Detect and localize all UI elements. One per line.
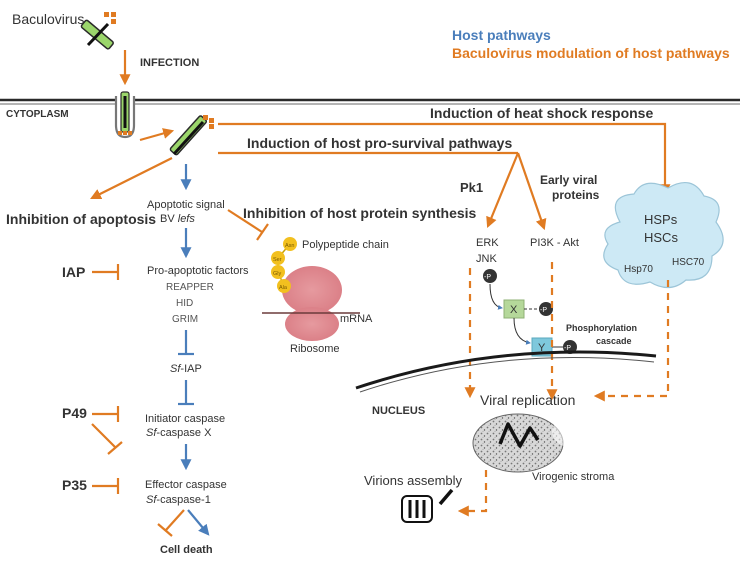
heat-shock-cloud	[603, 181, 724, 289]
caspase-1-label: Sf-caspase-1	[146, 494, 211, 506]
phosphate-erk-icon	[483, 269, 497, 283]
synthesis-inhibition-line	[227, 209, 263, 233]
pro-survival-label: Induction of host pro-survival pathways	[247, 135, 512, 151]
grim-label: GRIM	[172, 314, 198, 325]
polypeptide-label: Polypeptide chain	[302, 239, 389, 251]
phosphate-y-icon	[563, 340, 577, 354]
infection-label: INFECTION	[140, 57, 199, 69]
virogenic-stroma-label: Virogenic stroma	[532, 471, 615, 483]
p49-label: P49	[62, 405, 87, 421]
iap-label: IAP	[62, 264, 85, 280]
virions-assembly-label: Virions assembly	[364, 473, 463, 488]
nucleus-label: NUCLEUS	[372, 405, 425, 417]
hid-label: HID	[176, 298, 193, 309]
virus-cytoplasm-icon	[169, 115, 214, 156]
kinase-x-label: X	[510, 304, 518, 316]
synthesis-inhibition-bar	[256, 223, 269, 241]
reapper-label: REAPPER	[166, 282, 214, 293]
initiator-caspase-label: Initiator caspase	[145, 413, 225, 425]
uncoating-arrow	[139, 128, 175, 142]
svg-text:-P: -P	[540, 307, 547, 314]
phospho-label-2: cascade	[596, 336, 632, 346]
sf-iap-label: Sf-IAP	[170, 363, 202, 375]
effector-inhibition-line	[165, 509, 185, 531]
jnk-label: JNK	[476, 253, 497, 265]
effector-caspase-label: Effector caspase	[145, 479, 227, 491]
phosphate-x-icon	[539, 302, 553, 316]
hsc70-label: HSC70	[672, 257, 705, 268]
legend-modulation: Baculovirus modulation of host pathways	[452, 45, 730, 61]
pro-apoptotic-label: Pro-apoptotic factors	[147, 265, 249, 277]
svg-text:-P: -P	[564, 345, 571, 352]
kinase-y-label: Y	[538, 342, 546, 354]
cytoplasm-label: CYTOPLASM	[6, 109, 69, 120]
inhibition-synthesis-label: Inhibition of host protein synthesis	[243, 205, 477, 221]
pi3k-akt-label: PI3K - Akt	[530, 237, 579, 249]
nuclear-envelope	[355, 350, 657, 390]
hsps-label: HSPs	[644, 212, 678, 227]
p49-effector-inhibition-line	[91, 423, 117, 449]
cell-death-arrow	[187, 509, 210, 536]
virogenic-stroma-icon	[472, 413, 604, 473]
apoptotic-signal-label: Apoptotic signal	[147, 199, 225, 211]
virion-bundle-icon	[401, 488, 454, 523]
polypeptide-chain-icon	[271, 237, 297, 293]
early-viral-label: Early viral	[540, 173, 597, 187]
baculovirus-label: Baculovirus	[12, 11, 84, 27]
erk-label: ERK	[476, 237, 499, 249]
pk1-arrow	[486, 152, 520, 229]
hsp70-label: Hsp70	[624, 264, 653, 275]
replication-to-assembly-arrow	[457, 470, 488, 517]
inhibition-apoptosis-label: Inhibition of apoptosis	[6, 211, 156, 227]
caspase-x-label: Sf-caspase X	[146, 427, 212, 439]
heat-shock-arrow	[218, 122, 671, 196]
baculovirus-icon	[80, 12, 116, 50]
ribosome-icon	[282, 266, 342, 341]
pk1-label: Pk1	[460, 180, 483, 195]
svg-text:-P: -P	[484, 274, 491, 281]
early-viral-arrow	[516, 152, 547, 231]
ala-label: Ala	[279, 285, 288, 291]
gly-label: Gly	[273, 271, 282, 277]
proteins-label: proteins	[552, 188, 600, 202]
p35-label: P35	[62, 477, 87, 493]
viral-replication-label: Viral replication	[480, 392, 575, 408]
bv-lefs-label: BV lefs	[160, 213, 195, 225]
phospho-label-1: Phosphorylation	[566, 323, 637, 333]
ser-label: Ser	[273, 257, 282, 263]
heat-shock-label: Induction of heat shock response	[430, 105, 653, 121]
mrna-label: mRNA	[340, 313, 373, 325]
ribosome-label: Ribosome	[290, 343, 340, 355]
apoptosis-inhibition-arrow	[90, 157, 173, 199]
legend-host: Host pathways	[452, 27, 551, 43]
asn-label: Asn	[285, 243, 294, 249]
cell-death-label: Cell death	[160, 544, 213, 556]
endosome-icon	[114, 91, 136, 139]
hscs-label: HSCs	[644, 230, 678, 245]
